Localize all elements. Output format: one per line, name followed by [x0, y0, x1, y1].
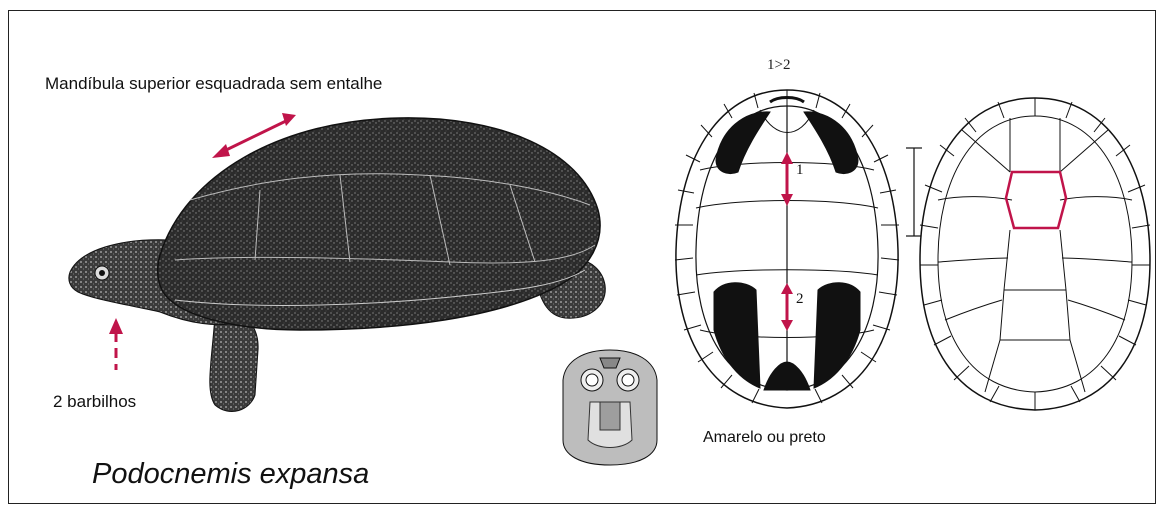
ratio-label: 1>2: [767, 57, 790, 74]
barbel-arrow-icon: [109, 318, 123, 370]
species-name: Podocnemis expansa: [92, 458, 369, 491]
mark-2-label: 2: [796, 291, 804, 308]
head-top-view-icon: [563, 350, 657, 465]
scale-bar-icon: [906, 148, 922, 236]
plastron-diagram: [675, 90, 899, 408]
jaw-label: Mandíbula superior esquadrada sem entalh…: [45, 74, 382, 94]
plastron-caption: Amarelo ou preto: [703, 429, 826, 447]
carapace-diagram: [920, 98, 1150, 410]
mark-1-label: 1: [796, 162, 804, 179]
barbels-label: 2 barbilhos: [53, 392, 136, 412]
turtle-illustration: [69, 118, 605, 412]
